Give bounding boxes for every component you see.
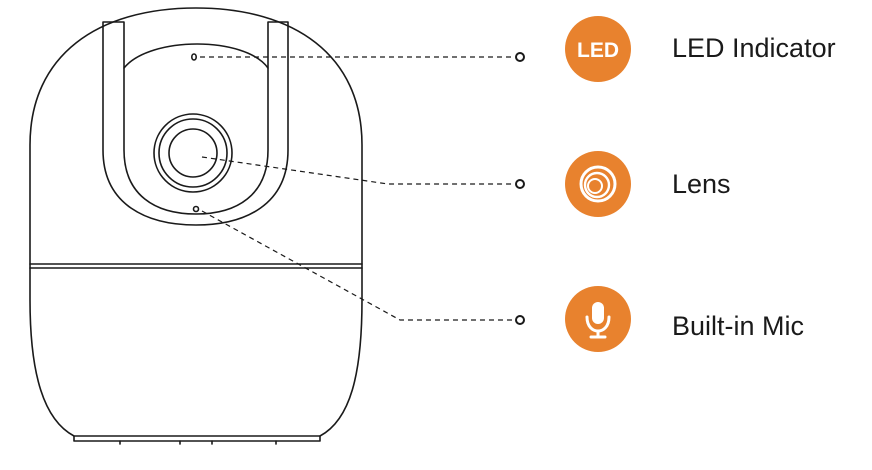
led-hole: [191, 53, 198, 61]
led-indicator-label: LED Indicator: [672, 33, 836, 63]
led-icon: LED: [565, 16, 631, 82]
mic-leader-line: [201, 210, 514, 321]
mic-hole: [192, 205, 200, 213]
camera-body-outline: [29, 7, 363, 437]
camera-face-plate: [102, 21, 289, 226]
lens-label: Lens: [672, 169, 731, 199]
lens-icon: [565, 151, 631, 217]
lens-outer-ring: [153, 113, 233, 193]
lens-glass: [168, 128, 218, 178]
lens-leader-line: [201, 156, 514, 185]
built-in-mic-label: Built-in Mic: [672, 311, 805, 341]
led-leader-end: [515, 52, 525, 62]
lens-leader-end: [515, 179, 525, 189]
camera-base-foot: [73, 435, 321, 442]
microphone-icon: [565, 286, 631, 352]
led-icon-text: LED: [577, 39, 619, 62]
mic-leader-end: [515, 315, 525, 325]
